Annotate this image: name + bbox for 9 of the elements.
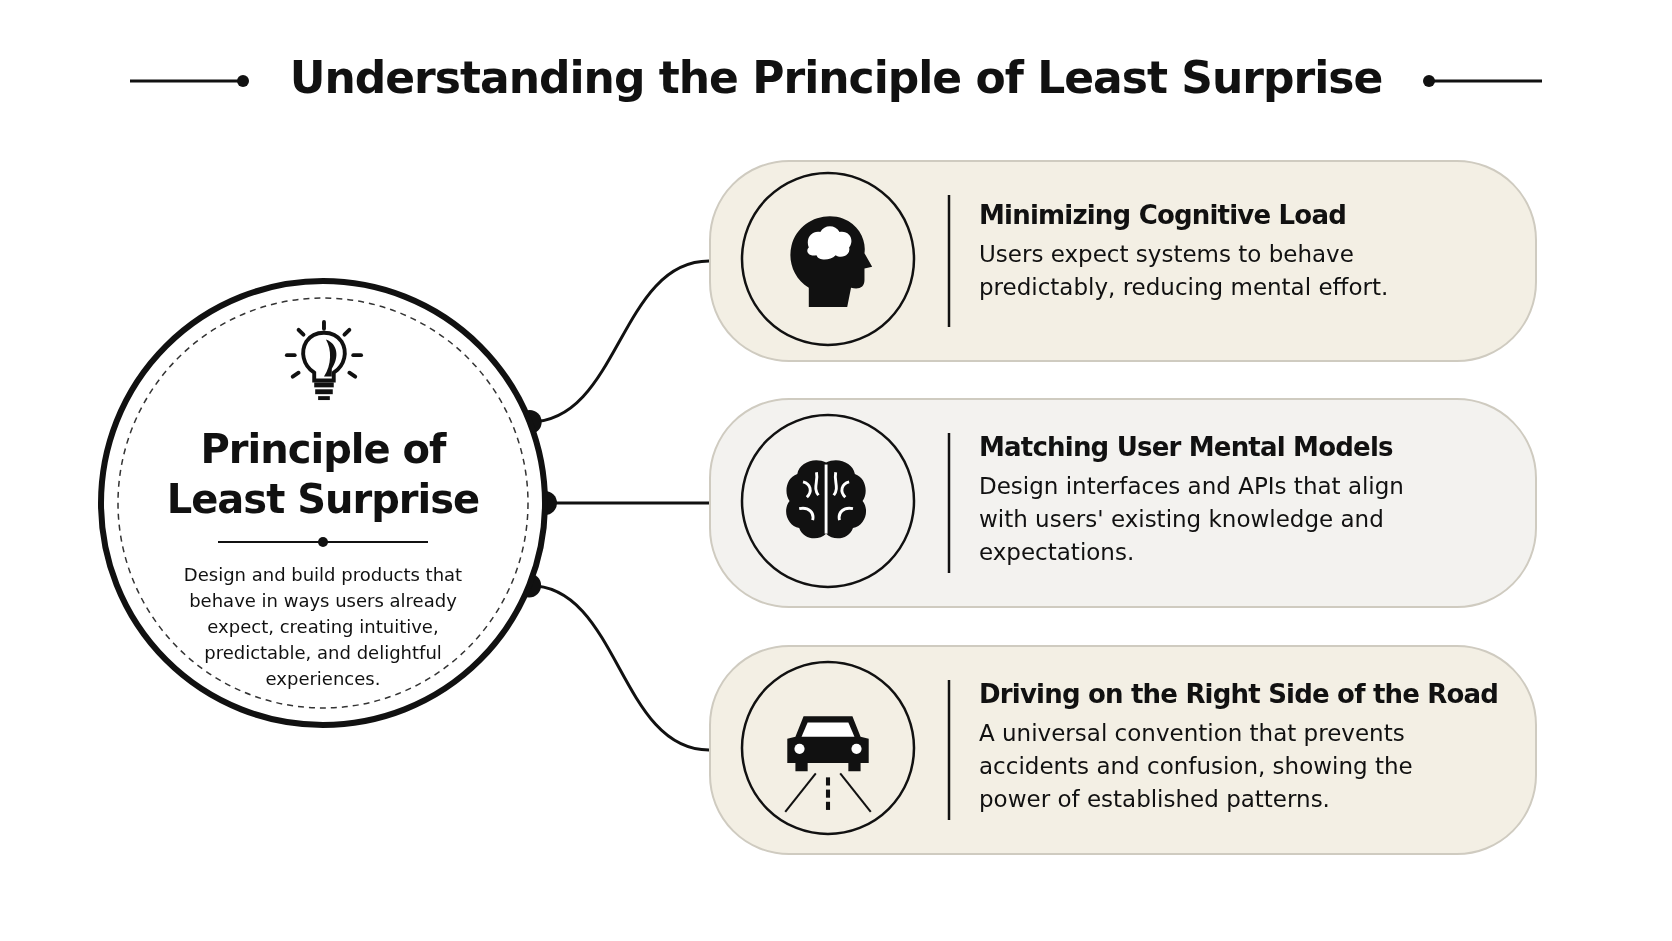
node-heading: Principle of Least Surprise (165, 425, 481, 524)
card-description: Users expect systems to behave predictably, reducing mental effort. (979, 240, 1390, 302)
node-description: Design and build products that behave in ways users already expect, creating intuitive, predictable, and delightful experiences. (182, 563, 464, 691)
card-heading: Matching User Mental Models (979, 432, 1394, 462)
title: Understanding the Principle of Least Surprise (289, 52, 1383, 103)
card-description: A universal convention that prevents accidents and confusion, showing the power of established patterns. (979, 719, 1414, 814)
card-heading: Driving on the Right Side of the Road (979, 679, 1500, 709)
card-heading: Minimizing Cognitive Load (979, 200, 1347, 230)
card-description: Design interfaces and APIs that align with users' existing knowledge and expectations. (979, 472, 1405, 567)
